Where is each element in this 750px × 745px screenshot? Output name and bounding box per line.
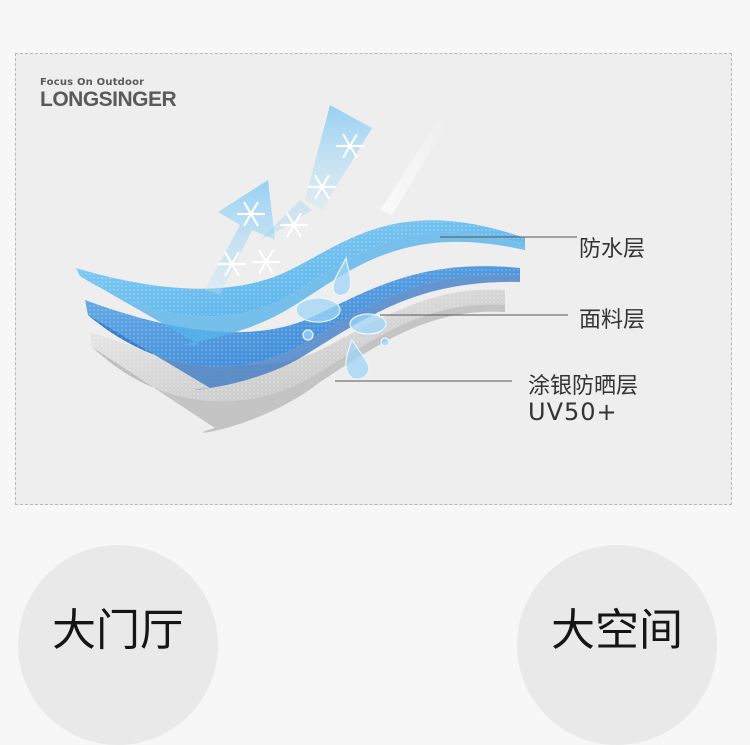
snowflake-icon [217,133,365,277]
light-beam [380,118,448,215]
layer-label-fabric: 面料层 [579,308,646,333]
feature-title-space: 大空间 [551,605,683,656]
waterproof-layer [76,220,525,345]
feature-title-hall: 大门厅 [52,605,184,656]
water-droplet-icon [295,255,390,380]
uv-rating-label: UV50+ [528,398,618,426]
layer-label-silver-coating: 涂银防晒层 [528,374,639,399]
fabric-layers-illustration [76,105,577,433]
layer-label-waterproof: 防水层 [579,237,646,262]
brand-logo: LONGSINGER [40,88,177,111]
fabric-diagram-panel [15,53,732,505]
brand-tagline: Focus On Outdoor [40,77,145,88]
leader-lines [335,236,577,382]
airflow-arrows [205,105,372,295]
fabric-layer [85,266,520,390]
